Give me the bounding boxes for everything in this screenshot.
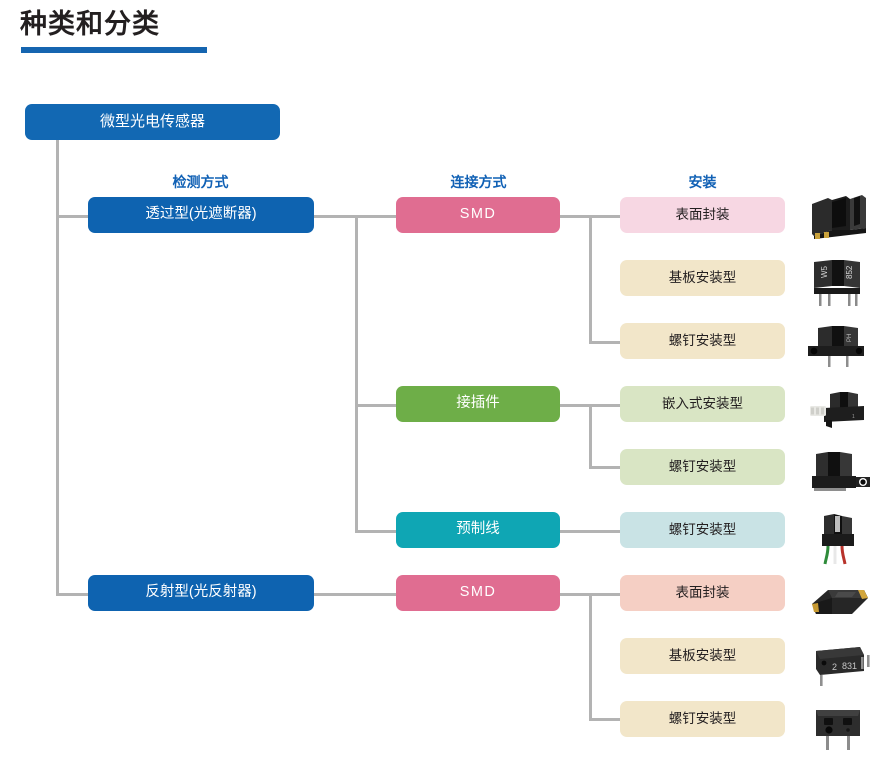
leaf-pcb-mount-reflective[interactable]: 基板安装型 <box>620 638 785 674</box>
connector-connector-node-out <box>559 404 592 407</box>
leaf-embedded-mount[interactable]: 嵌入式安装型 <box>620 386 785 422</box>
connector-smd1-leaf-1 <box>589 215 622 218</box>
connector-root-trunk <box>56 140 59 596</box>
leaf-pcb-mount-transmissive[interactable]: 基板安装型 <box>620 260 785 296</box>
connector-reflective-out <box>313 593 398 596</box>
node-smd-transmissive[interactable]: SMD <box>396 197 560 233</box>
product-photo-reflective-smd-chip <box>802 574 876 630</box>
title-underline-rule <box>21 47 207 53</box>
leaf-screw-mount-cable[interactable]: 螺钉安装型 <box>620 512 785 548</box>
connector-root-to-transmissive <box>56 215 90 218</box>
svg-text:W5: W5 <box>820 265 829 278</box>
node-smd-reflective[interactable]: SMD <box>396 575 560 611</box>
connector-smd1-out <box>559 215 592 218</box>
connector-transmissive-out <box>313 215 358 218</box>
connector-to-smd-1 <box>355 215 398 218</box>
product-photo-slot-sensor-cable <box>802 510 876 566</box>
product-photo-slot-sensor-through-hole: W5 852 <box>802 254 876 310</box>
connector-connector-leaf-2 <box>589 466 622 469</box>
node-connector-type[interactable]: 接插件 <box>396 386 560 422</box>
svg-text:2: 2 <box>832 662 837 672</box>
connector-smd2-trunk <box>589 593 592 720</box>
connector-smd2-leaf-1 <box>589 593 622 596</box>
leaf-surface-mount-reflective[interactable]: 表面封装 <box>620 575 785 611</box>
svg-text:852: 852 <box>845 265 854 279</box>
product-photo-slot-sensor-tab <box>802 446 876 502</box>
connector-smd2-out <box>559 593 592 596</box>
page-title: 种类和分类 <box>20 9 160 39</box>
product-photo-slot-sensor-smd <box>802 190 876 246</box>
svg-text:1: 1 <box>852 414 855 420</box>
connector-smd1-trunk <box>589 215 592 343</box>
leaf-screw-mount-transmissive-smd[interactable]: 螺钉安装型 <box>620 323 785 359</box>
node-reflective-type[interactable]: 反射型(光反射器) <box>88 575 314 611</box>
svg-text:PH: PH <box>847 334 853 342</box>
leaf-screw-mount-reflective[interactable]: 螺钉安装型 <box>620 701 785 737</box>
column-header-detection: 检测方式 <box>172 174 229 190</box>
svg-text:831: 831 <box>842 661 857 671</box>
leaf-screw-mount-connector[interactable]: 螺钉安装型 <box>620 449 785 485</box>
node-prewired-cable[interactable]: 预制线 <box>396 512 560 548</box>
product-photo-slot-sensor-connector: 1 <box>802 382 876 438</box>
connector-to-connector-node <box>355 404 398 407</box>
connector-smd1-leaf-3 <box>589 341 622 344</box>
connector-connector-leaf-1 <box>589 404 622 407</box>
connector-root-to-reflective <box>56 593 90 596</box>
connector-cable-node-out <box>559 530 622 533</box>
column-header-mounting: 安装 <box>688 174 717 190</box>
node-root-photo-sensor[interactable]: 微型光电传感器 <box>25 104 280 140</box>
connector-to-cable-node <box>355 530 398 533</box>
leaf-surface-mount-transmissive[interactable]: 表面封装 <box>620 197 785 233</box>
node-transmissive-type[interactable]: 透过型(光遮断器) <box>88 197 314 233</box>
product-photo-reflective-flat-pkg: 2 831 <box>802 637 876 693</box>
column-header-connection: 连接方式 <box>450 174 507 190</box>
product-photo-reflective-block-pkg <box>802 700 876 756</box>
connector-smd2-leaf-3 <box>589 718 622 721</box>
connector-connector-node-trunk <box>589 404 592 468</box>
product-photo-slot-sensor-screw: PH <box>802 318 876 374</box>
connector-transmissive-trunk <box>355 215 358 532</box>
